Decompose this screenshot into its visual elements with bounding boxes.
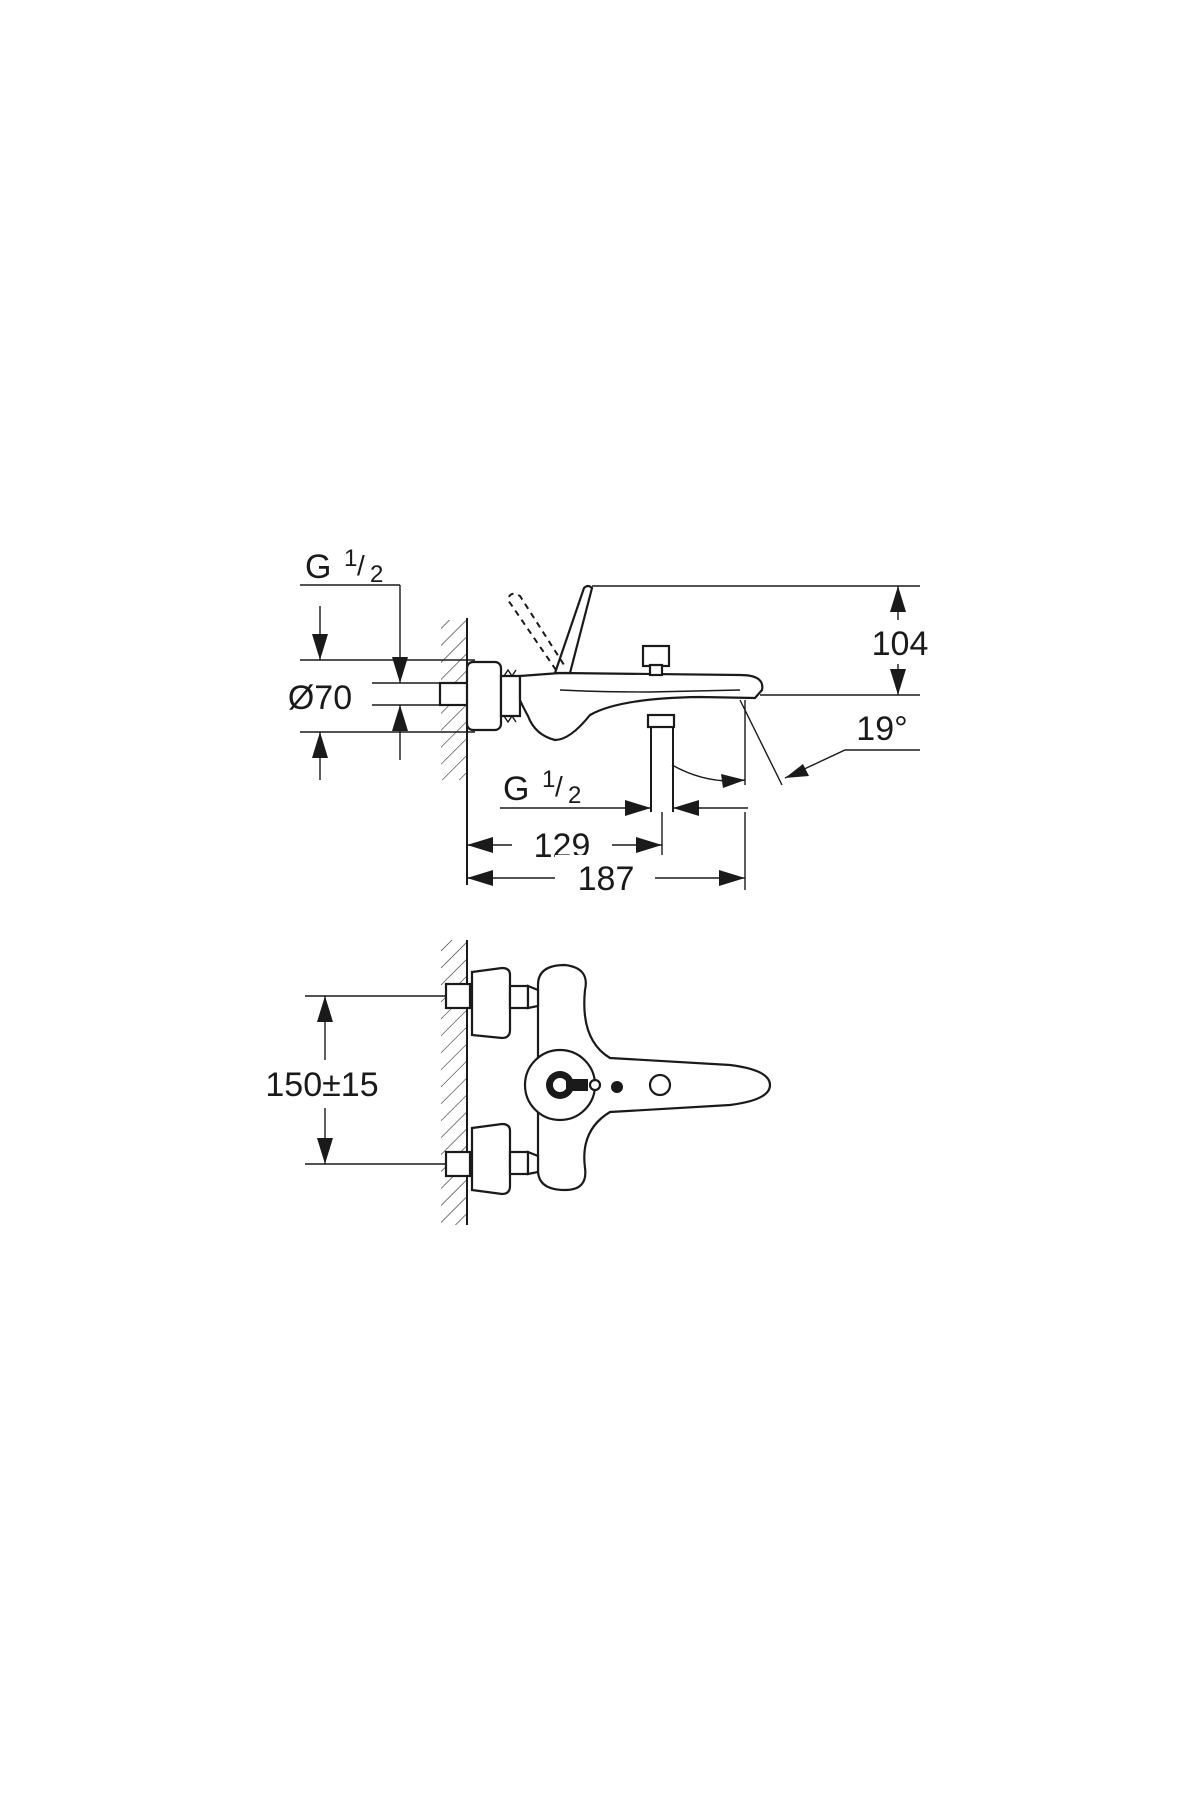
wall-side: [441, 618, 468, 885]
inlet-thread-base: G: [305, 548, 331, 586]
inlet-thread-den: 2: [370, 561, 383, 588]
handle-cap: [523, 1048, 602, 1122]
lever-alt-position: [506, 592, 567, 671]
diameter-dimension: Ø70: [288, 606, 475, 780]
upper-connector-front: [444, 966, 540, 1040]
inlet-thread-num: 1: [344, 545, 357, 572]
outlet-thread-den: 2: [568, 782, 581, 809]
center-distance-dimension: 150±15: [240, 995, 446, 1165]
lower-connector-front: [444, 1122, 540, 1196]
center-distance-label: 150±15: [265, 1066, 378, 1104]
faucet-body-side: [518, 671, 764, 742]
diameter-label: Ø70: [288, 679, 352, 717]
logo-mark: [611, 1081, 623, 1093]
height-dimension: 104: [592, 585, 945, 696]
side-view: 104 19° Ø70: [288, 545, 945, 899]
wall-connector-side: [438, 660, 522, 732]
front-view: 150±15: [240, 940, 772, 1225]
outlet-connector: [646, 713, 676, 812]
diverter-knob: [641, 644, 671, 677]
angle-dimension: 19°: [671, 699, 920, 788]
length-187-dimension: 187: [467, 812, 746, 899]
outlet-thread-base: G: [503, 770, 529, 808]
diverter-button-front: [648, 1073, 672, 1097]
inlet-thread-dimension: G 1 / 2: [300, 545, 445, 760]
lever-handle: [553, 584, 594, 675]
length-187-label: 187: [578, 860, 635, 898]
wall-front: [441, 940, 468, 1225]
height-label: 104: [872, 625, 929, 663]
outlet-thread-num: 1: [542, 766, 555, 793]
outlet-thread-dimension: G 1 / 2: [500, 766, 748, 816]
angle-label: 19°: [856, 710, 907, 748]
inlet-thread-slash: /: [357, 550, 365, 581]
outlet-thread-slash: /: [555, 771, 563, 802]
